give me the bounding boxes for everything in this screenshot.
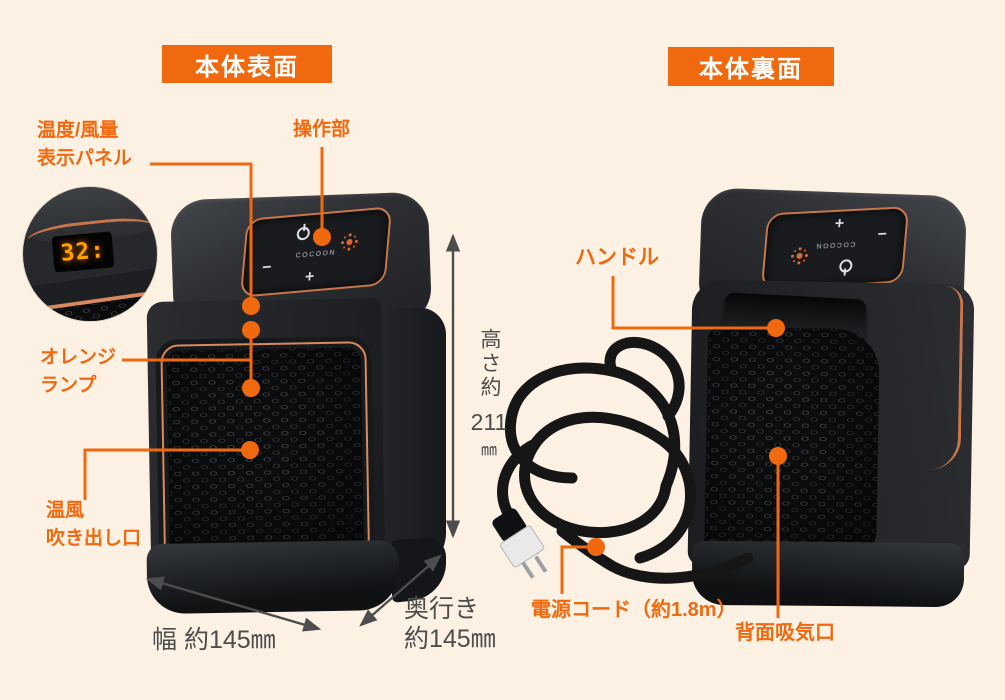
led-display: 32: bbox=[51, 231, 115, 273]
power-icon bbox=[296, 226, 311, 241]
orange-lamp-label-line2: ランプ bbox=[40, 375, 97, 396]
orange-lamp-label: オレンジ ランプ bbox=[40, 344, 116, 400]
power-icon bbox=[838, 259, 853, 273]
rear-control-panel: COCOON − + bbox=[760, 206, 910, 290]
power-cord-dot bbox=[587, 538, 605, 556]
front-view-badge: 本体表面 bbox=[162, 45, 332, 83]
controls-label: 操作部 bbox=[293, 119, 351, 140]
plus-icon: + bbox=[834, 213, 845, 232]
front-control-panel: COCOON − + bbox=[239, 206, 393, 298]
air-outlet-label-line1: 温風 bbox=[46, 500, 85, 521]
plug bbox=[492, 508, 548, 579]
depth-dimension-line2: 約145㎜ bbox=[404, 625, 496, 653]
display-panel-label-line1: 温度/風量 bbox=[37, 120, 119, 141]
front-heater-base-side bbox=[392, 535, 446, 603]
width-dimension: 幅 約145㎜ bbox=[152, 626, 276, 654]
plus-icon: + bbox=[304, 268, 315, 287]
rear-heater-base bbox=[691, 540, 965, 608]
side-copper-stripe bbox=[928, 285, 964, 471]
height-dimension-value: 211 bbox=[470, 409, 508, 435]
brightness-icon bbox=[796, 252, 803, 260]
depth-dimension: 奥行き 約145㎜ bbox=[404, 594, 496, 654]
display-zoom-inset: 32: bbox=[23, 187, 157, 321]
front-mesh-outlet bbox=[155, 336, 376, 568]
height-dimension-unit: ㎜ bbox=[480, 442, 497, 459]
power-cord-label: 電源コード（約1.8m） bbox=[531, 599, 737, 621]
rear-intake-label: 背面吸気口 bbox=[735, 622, 835, 644]
orange-lamp-label-line1: オレンジ bbox=[40, 347, 117, 368]
air-outlet-label: 温風 吹き出し口 bbox=[46, 497, 141, 553]
display-panel-label-line2: 表示パネル bbox=[37, 148, 133, 169]
rear-intake-mesh bbox=[704, 326, 880, 558]
back-view-badge: 本体裏面 bbox=[668, 47, 834, 86]
led-value: 32: bbox=[59, 237, 107, 267]
height-dimension-text: 高さ約 bbox=[478, 328, 501, 400]
display-panel-label: 温度/風量 表示パネル bbox=[37, 117, 132, 173]
minus-icon: − bbox=[261, 258, 273, 277]
mesh-texture bbox=[704, 326, 880, 558]
front-heater-base bbox=[146, 539, 400, 615]
air-outlet-label-line2: 吹き出し口 bbox=[46, 528, 142, 549]
orange-pinstripe bbox=[160, 341, 371, 563]
height-dimension: 高さ約 211 ㎜ bbox=[466, 328, 512, 460]
handle-label: ハンドル bbox=[575, 246, 659, 269]
power-cord-line bbox=[560, 545, 596, 594]
mesh-texture bbox=[166, 347, 364, 557]
minus-icon: − bbox=[876, 224, 888, 242]
brightness-icon bbox=[346, 238, 353, 246]
